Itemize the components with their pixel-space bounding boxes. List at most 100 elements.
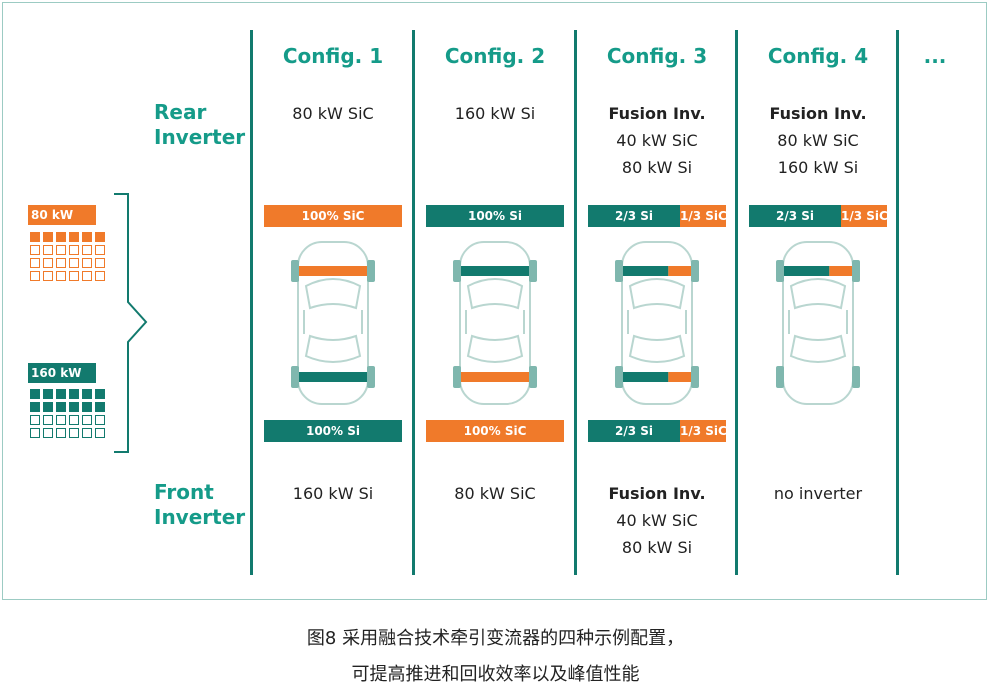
legend-sic-grid — [30, 232, 105, 281]
car-top-view-icon — [776, 241, 860, 405]
car-top-view-icon — [615, 241, 699, 405]
car-rear-window — [628, 334, 686, 363]
car-body — [782, 241, 854, 405]
car-axle-segment — [461, 266, 529, 276]
diagram-frame — [2, 2, 987, 600]
spec-line: 160 kW Si — [454, 104, 536, 123]
legend-grid-cell — [95, 271, 105, 281]
car-body — [621, 241, 693, 405]
legend-grid-cell — [69, 232, 79, 242]
bar-segment: 100% Si — [426, 205, 564, 227]
bar-segment: 100% SiC — [426, 420, 564, 442]
legend-grid-cell — [56, 428, 66, 438]
column-separator — [250, 30, 253, 575]
car-rear-window — [304, 334, 362, 363]
legend-grid-cell — [30, 389, 40, 399]
legend-grid-cell — [82, 389, 92, 399]
car-wheel — [852, 366, 860, 388]
car-axle-segment — [461, 372, 529, 382]
car-wheel — [367, 366, 375, 388]
legend-grid-cell — [95, 428, 105, 438]
car-wheel — [367, 260, 375, 282]
config-title: Config. 1 — [282, 44, 384, 68]
legend-grid-cell — [56, 415, 66, 425]
legend-grid-cell — [69, 428, 79, 438]
spec-line: 80 kW SiC — [777, 131, 859, 150]
rear-inverter-spec: Fusion Inv. 80 kW SiC 160 kW Si — [738, 100, 898, 181]
spec-line: 160 kW Si — [292, 484, 374, 503]
legend-grid-cell — [69, 402, 79, 412]
spec-line: Fusion Inv. — [769, 104, 867, 123]
legend-grid-cell — [82, 232, 92, 242]
rear-share-bar: 100% SiC — [264, 205, 402, 227]
legend-grid-cell — [82, 428, 92, 438]
legend-grid-cell — [69, 258, 79, 268]
front-inverter-spec: 80 kW SiC — [415, 480, 575, 507]
legend-grid-cell — [82, 402, 92, 412]
legend-grid-cell — [82, 271, 92, 281]
config-title: Config. 3 — [606, 44, 708, 68]
car-wheel — [291, 366, 299, 388]
front-share-bar: 100% SiC — [426, 420, 564, 442]
car-body — [297, 241, 369, 405]
car-wheel — [529, 260, 537, 282]
more-configs-ellipsis: ... — [923, 44, 947, 68]
legend-grid-cell — [56, 402, 66, 412]
legend-grid-cell — [56, 258, 66, 268]
legend-si-label: 160 kW Si — [28, 363, 96, 400]
legend-grid-cell — [56, 389, 66, 399]
legend-grid-cell — [30, 245, 40, 255]
legend-grid-cell — [43, 258, 53, 268]
car-wheel — [453, 260, 461, 282]
car-wheel — [291, 260, 299, 282]
car-wheel — [615, 260, 623, 282]
spec-line: 160 kW Si — [777, 158, 859, 177]
spec-line: Fusion Inv. — [608, 484, 706, 503]
legend-grid-cell — [82, 245, 92, 255]
legend-grid-cell — [43, 402, 53, 412]
car-axle-segment — [668, 266, 691, 276]
bar-segment: 2/3 Si — [749, 205, 841, 227]
column-separator — [896, 30, 899, 575]
car-rear-window — [466, 334, 524, 363]
legend-grid-cell — [56, 271, 66, 281]
legend-grid-cell — [69, 245, 79, 255]
legend-grid-cell — [82, 415, 92, 425]
rear-inverter-spec: 80 kW SiC — [253, 100, 413, 127]
spec-line: no inverter — [773, 484, 863, 503]
legend-grid-cell — [95, 245, 105, 255]
car-axle-segment — [623, 372, 669, 382]
column-separator — [412, 30, 415, 575]
front-inverter-spec: 160 kW Si — [253, 480, 413, 507]
car-wheel — [529, 366, 537, 388]
spec-line: 80 kW SiC — [454, 484, 536, 503]
bar-segment: 1/3 SiC — [841, 205, 887, 227]
legend-grid-cell — [95, 402, 105, 412]
car-top-view-icon — [453, 241, 537, 405]
legend-sic-label: 80 kW SiC — [28, 205, 96, 242]
legend-grid-cell — [30, 415, 40, 425]
legend-grid-cell — [30, 428, 40, 438]
car-top-view-icon — [291, 241, 375, 405]
legend-grid-cell — [95, 415, 105, 425]
config-title: Config. 2 — [444, 44, 546, 68]
car-wheel — [453, 366, 461, 388]
legend-grid-cell — [82, 258, 92, 268]
spec-line: 40 kW SiC — [616, 131, 698, 150]
legend-grid-cell — [95, 232, 105, 242]
bar-segment: 2/3 Si — [588, 205, 680, 227]
car-windshield — [304, 278, 362, 310]
bar-segment: 100% Si — [264, 420, 402, 442]
legend-grid-cell — [30, 402, 40, 412]
legend-grid-cell — [30, 271, 40, 281]
bar-segment: 1/3 SiC — [680, 205, 726, 227]
caption-line-1: 图8 采用融合技术牵引变流器的四种示例配置， — [306, 628, 685, 649]
column-separator — [574, 30, 577, 575]
car-wheel — [776, 366, 784, 388]
car-axle-segment — [299, 372, 367, 382]
